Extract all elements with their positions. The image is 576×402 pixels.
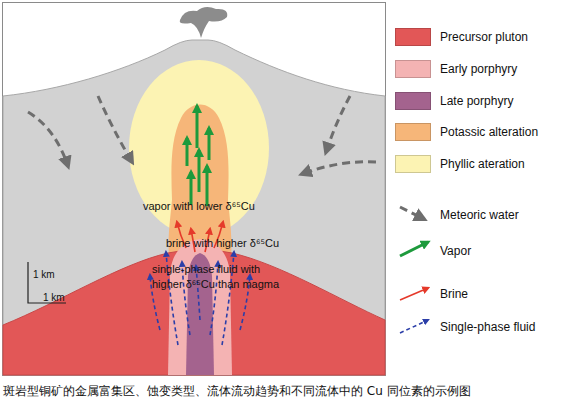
vapor-arrows: [187, 106, 209, 206]
volcano-ground: [3, 40, 385, 375]
meteoric-arrow: [28, 112, 68, 166]
legend-text: Potassic alteration: [440, 124, 538, 140]
panel-frame: [3, 3, 386, 376]
legend-text: Late porphyry: [440, 93, 513, 109]
legend-text: Precursor pluton: [440, 29, 528, 45]
eruption-cloud: [180, 7, 228, 38]
legend-text: Brine: [440, 286, 468, 302]
precursor-pluton: [3, 250, 385, 376]
legend-vapor-sample: [400, 242, 428, 256]
legend-text: Meteoric water: [440, 207, 519, 223]
vapor-arrow: [196, 106, 199, 148]
vapor-arrow: [198, 150, 201, 192]
meteoric-arrows: [28, 96, 376, 174]
legend-meteoric-sample: [400, 207, 424, 219]
legend-text: Early porphyry: [440, 61, 517, 77]
legend-text: Phyllic ateration: [440, 156, 525, 172]
fluid-label: brine with higher δ⁶⁵Cu: [166, 236, 279, 251]
legend-text: Single-phase fluid: [440, 319, 535, 335]
legend-single-phase-sample: [400, 320, 428, 333]
legend-brine-sample: [400, 288, 428, 300]
legend-swatch: [395, 123, 431, 141]
scale-label: 1 km: [33, 267, 55, 282]
meteoric-arrow: [326, 96, 350, 152]
fluid-label: single-phase fluid with higher δ⁶⁵Cu tha…: [152, 262, 284, 292]
vapor-arrow: [208, 128, 211, 160]
legend-swatch: [395, 92, 431, 110]
fluid-label: vapor with lower δ⁶⁵Cu: [143, 199, 255, 214]
legend-swatch: [395, 155, 431, 173]
legend-swatch: [395, 60, 431, 78]
vapor-arrow: [186, 138, 189, 166]
legend-text: Vapor: [440, 243, 471, 259]
meteoric-arrow: [98, 96, 132, 162]
figure-caption: 斑岩型铜矿的金属富集区、蚀变类型、流体流动趋势和不同流体中的 Cu 同位素的示例…: [3, 383, 471, 399]
meteoric-arrow: [302, 162, 376, 174]
legend-swatch: [395, 28, 431, 46]
early-porphyry: [168, 239, 232, 375]
scale-label: 1 km: [43, 290, 65, 305]
